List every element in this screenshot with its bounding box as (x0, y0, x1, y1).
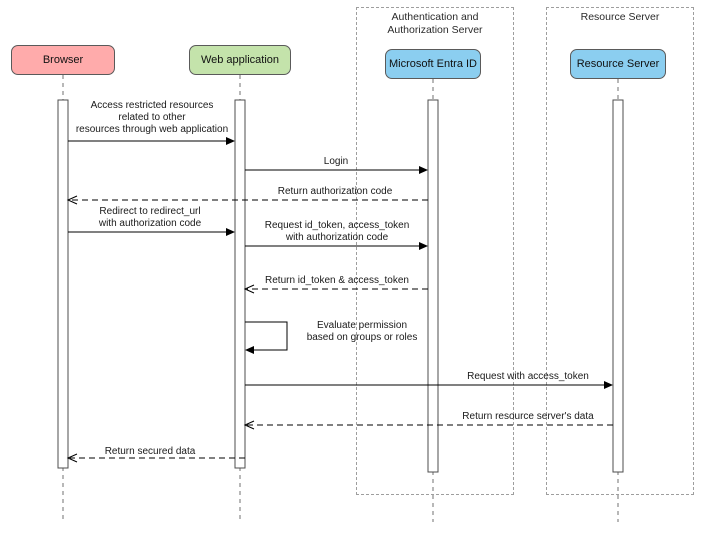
actor-label: Web application (200, 54, 280, 66)
label-line: Request with access_token (467, 371, 589, 382)
label-line: Return id_token & access_token (265, 275, 409, 286)
label-line: based on groups or roles (306, 332, 418, 343)
label-line: with authorization code (98, 218, 202, 229)
message-arrowhead-1 (419, 166, 428, 174)
message-label-3: Redirect to redirect_url with authorizat… (99, 206, 201, 230)
self-message-loop (245, 321, 288, 351)
message-label-1: Login (324, 156, 348, 168)
label-line: Redirect to redirect_url (99, 206, 201, 217)
activation-resource-server (612, 99, 624, 473)
message-arrowhead-8 (243, 420, 255, 430)
label-line: resources through web application (75, 124, 229, 135)
message-label-8: Return resource server's data (462, 411, 593, 423)
message-arrowhead-4 (419, 242, 428, 250)
frame-auth-server: Authentication and Authorization Server (356, 7, 514, 495)
actor-web-application: Web application (189, 45, 291, 75)
frame-resource-server: Resource Server (546, 7, 694, 495)
activation-web-application (234, 99, 246, 469)
actor-resource-server: Resource Server (570, 49, 666, 79)
message-label-9: Return secured data (105, 446, 196, 458)
frame-label-line: Authorization Server (387, 24, 483, 37)
label-line: Login (323, 156, 349, 167)
message-label-6: Evaluate permission based on groups or r… (307, 320, 418, 344)
label-line: Access restricted resources (90, 100, 214, 111)
message-arrowhead-5 (243, 284, 255, 294)
label-line: Return secured data (104, 446, 196, 457)
actor-browser: Browser (11, 45, 115, 75)
actor-label: Resource Server (576, 58, 660, 70)
label-line: related to other (118, 112, 186, 123)
label-line: Return authorization code (277, 186, 393, 197)
message-arrowhead-9 (66, 453, 78, 463)
message-arrowhead-3 (226, 228, 235, 236)
activation-browser (57, 99, 69, 469)
activation-entra-id (427, 99, 439, 473)
label-line: Evaluate permission (316, 320, 408, 331)
actor-label: Browser (42, 54, 84, 66)
actor-label: Microsoft Entra ID (388, 58, 478, 70)
message-arrowhead-7 (604, 381, 613, 389)
frame-label-line: Authentication and (391, 11, 479, 23)
actor-entra-id: Microsoft Entra ID (385, 49, 481, 79)
label-line: Return resource server's data (462, 411, 594, 422)
frame-label-line: Resource Server (580, 11, 660, 23)
message-label-7: Request with access_token (467, 371, 589, 383)
message-label-5: Return id_token & access_token (265, 275, 409, 287)
label-line: with authorization code (285, 232, 389, 243)
message-label-0: Access restricted resources related to o… (76, 100, 228, 136)
message-arrowhead-0 (226, 137, 235, 145)
label-line: Request id_token, access_token (264, 220, 410, 231)
message-arrowhead-6 (245, 346, 254, 354)
frame-resource-server-label: Resource Server (547, 11, 693, 24)
message-label-2: Return authorization code (278, 186, 393, 198)
frame-auth-server-label: Authentication and Authorization Server (357, 11, 513, 37)
message-label-4: Request id_token, access_token with auth… (265, 220, 410, 244)
message-arrowhead-2 (66, 195, 78, 205)
